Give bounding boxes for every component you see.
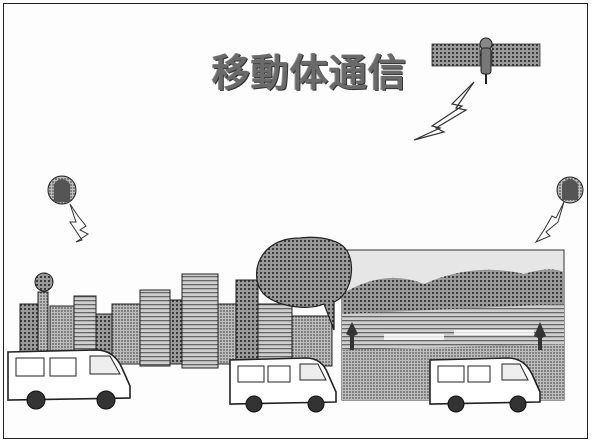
van-icon <box>7 349 131 410</box>
slide-title: 移動体通信 <box>212 51 408 95</box>
slide-illustration <box>7 37 584 413</box>
person-with-antenna-icon <box>346 322 546 350</box>
satellite-icon <box>431 37 541 84</box>
slide: 移動体通信 <box>3 3 588 439</box>
van-icon <box>229 357 337 413</box>
speech-bubble-icon <box>256 236 353 331</box>
person-with-antenna-icon <box>47 175 89 243</box>
lightning-bolt-icon <box>413 81 475 141</box>
person-with-antenna-icon <box>534 176 584 244</box>
van-icon <box>429 357 541 413</box>
